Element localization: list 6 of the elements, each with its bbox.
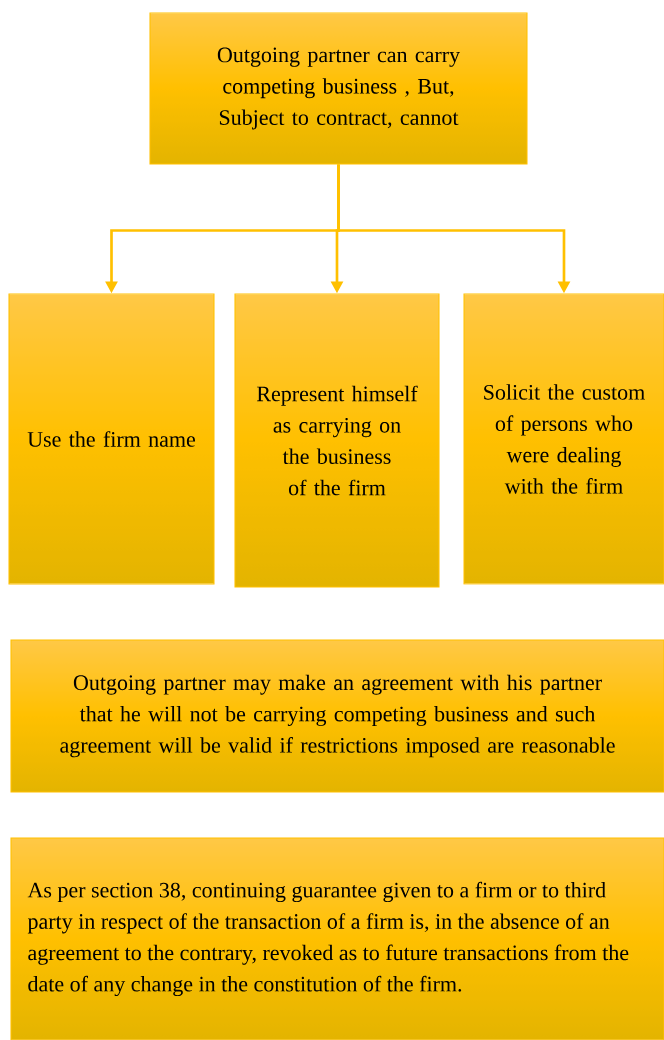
text-box: Use the firm name [8,293,215,585]
text-box: As per section 38, continuing guarantee given to a firm or to third party in respect of the transaction of a firm is, in the absence of an agreement to the contrary, revoked as to future transactions from the date of any change in the constitution of the firm. [10,837,664,1040]
text-box: Represent himself as carrying on the business of the firm [234,293,440,588]
text-box: Outgoing partner may make an agreement with his partner that he will not be carrying competing business and such agreement will be valid if restrictions imposed are reasonable [10,639,664,793]
text-box: Outgoing partner can carry competing business , But, Subject to contract, cannot [149,12,528,165]
text-box: Solicit the custom of persons who were dealing with the firm [463,293,664,585]
